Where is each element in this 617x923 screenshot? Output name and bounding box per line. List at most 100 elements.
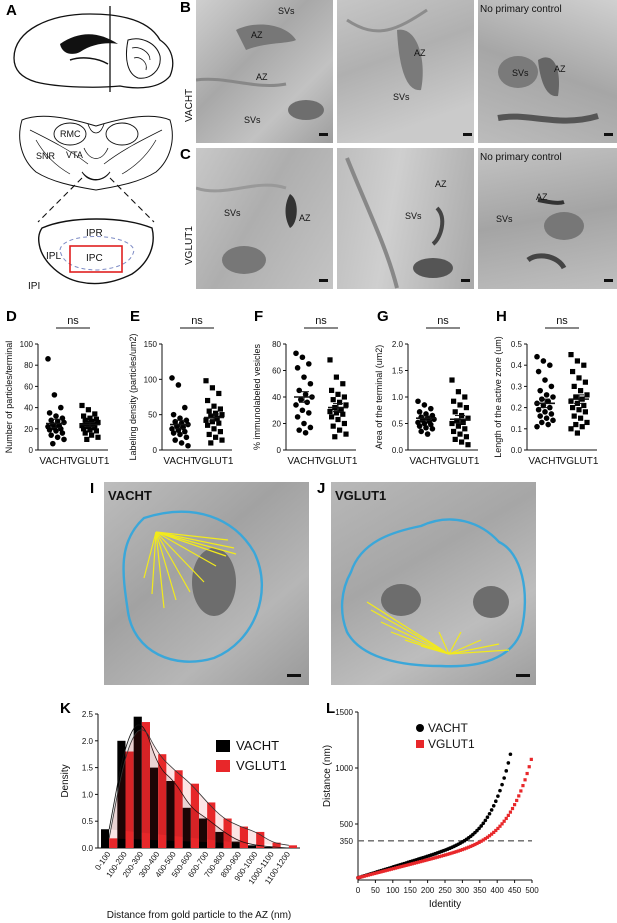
histogram-bar-vacht	[101, 829, 110, 848]
data-point-vacht	[428, 421, 434, 428]
data-point-vacht	[293, 402, 299, 408]
histogram-bar-vglut1	[239, 826, 248, 848]
data-point-vglut1	[574, 430, 580, 436]
data-point-vacht	[54, 434, 61, 441]
y-tick-label: 0.0	[511, 446, 523, 455]
em-title: No primary control	[480, 152, 562, 163]
curve-point-vacht	[498, 788, 502, 793]
data-point-vacht	[547, 362, 553, 368]
em-image-vglut1-terminal: VGLUT1	[331, 482, 536, 685]
y-tick-label: 1000	[335, 764, 353, 773]
curve-point-vglut1	[377, 870, 381, 874]
data-point-vglut1	[340, 381, 346, 387]
data-point-vglut1	[329, 387, 335, 393]
data-point-vglut1	[452, 409, 458, 415]
x-category-label: VACHT	[39, 456, 72, 467]
y-tick-label: 60	[272, 367, 281, 376]
y-tick-label: 500	[340, 820, 354, 829]
data-point-vglut1	[341, 394, 347, 400]
curve-point-vglut1	[454, 850, 458, 854]
panel-label-l: L	[326, 700, 336, 717]
data-point-vglut1	[79, 423, 85, 429]
panel-label-j: J	[317, 480, 326, 497]
data-point-vacht	[170, 411, 177, 418]
data-point-vglut1	[216, 390, 222, 397]
data-point-vacht	[53, 428, 59, 434]
data-point-vglut1	[573, 421, 579, 428]
curve-point-vglut1	[473, 842, 477, 847]
data-point-vglut1	[451, 398, 457, 404]
data-point-vglut1	[451, 428, 457, 435]
data-point-vglut1	[206, 431, 212, 438]
x-category-label: VACHT	[287, 456, 320, 467]
legend-marker-vacht	[416, 724, 424, 732]
y-tick-label: 50	[148, 411, 157, 420]
curve-point-vglut1	[519, 789, 523, 793]
curve-point-vglut1	[450, 851, 454, 855]
reference-line-label: 350	[340, 837, 354, 846]
data-point-vglut1	[338, 407, 344, 413]
curve-point-vglut1	[502, 819, 506, 823]
panel-label-k: K	[60, 700, 71, 717]
x-tick-label: 150	[404, 886, 418, 895]
data-point-vacht	[294, 414, 301, 420]
histogram-bar-vacht	[117, 740, 126, 848]
x-tick-label: 200	[421, 886, 435, 895]
scale-bar	[604, 133, 613, 136]
curve-point-vglut1	[515, 798, 519, 803]
histogram-bar-vglut1	[288, 845, 297, 848]
data-point-vglut1	[454, 418, 460, 424]
curve-point-vglut1	[487, 834, 492, 838]
y-tick-label: 20	[272, 420, 281, 429]
curve-point-vglut1	[414, 861, 419, 865]
data-point-vacht	[415, 398, 421, 405]
legend-label-vglut1: VGLUT1	[428, 737, 475, 751]
curve-point-vglut1	[492, 830, 496, 834]
data-point-vacht	[177, 431, 183, 438]
region-label-ipr: IPR	[86, 228, 103, 239]
data-point-vglut1	[581, 362, 587, 368]
panel-label-i: I	[90, 480, 95, 497]
x-tick-label: 100	[386, 886, 400, 895]
panel-label-c: C	[180, 146, 191, 163]
scale-bar	[463, 133, 472, 136]
data-point-vacht	[537, 413, 543, 419]
data-point-vglut1	[219, 412, 225, 418]
curve-point-vacht	[489, 808, 494, 812]
data-point-vglut1	[574, 358, 580, 364]
curve-point-vglut1	[462, 847, 467, 851]
significance-label: ns	[437, 315, 449, 327]
data-point-vglut1	[340, 411, 346, 417]
curve-point-vglut1	[490, 832, 494, 836]
data-point-vglut1	[92, 425, 98, 431]
curve-point-vacht	[479, 824, 483, 828]
data-point-vacht	[178, 440, 185, 446]
legend-label-vglut1: VGLUT1	[236, 758, 287, 773]
x-category-label: VACHT	[528, 456, 561, 467]
curve-point-vglut1	[521, 784, 525, 788]
data-point-vacht	[542, 377, 548, 383]
data-point-vacht	[429, 426, 436, 432]
em-image-b3: No primary control SVs AZ	[478, 0, 617, 143]
data-point-vglut1	[87, 415, 93, 421]
data-point-vglut1	[343, 402, 349, 408]
data-point-vglut1	[87, 427, 93, 433]
em-image-c1: SVs AZ	[196, 148, 333, 289]
data-point-vglut1	[209, 385, 215, 391]
curve-point-vglut1	[421, 859, 425, 863]
data-point-vglut1	[571, 413, 577, 419]
curve-point-vglut1	[366, 873, 371, 877]
curve-point-vglut1	[412, 861, 416, 865]
data-point-vacht	[183, 434, 190, 441]
legend-label-vacht: VACHT	[236, 738, 279, 753]
em-label: AZ	[299, 213, 311, 223]
significance-label: ns	[556, 315, 568, 327]
histogram-bar-vglut1	[223, 818, 232, 848]
curve-point-vglut1	[393, 866, 398, 870]
curve-point-vglut1	[379, 870, 383, 874]
x-tick-label: 50	[371, 886, 380, 895]
data-point-vglut1	[89, 418, 95, 424]
data-point-vacht	[545, 421, 551, 428]
legend-swatch-vglut1	[216, 760, 230, 772]
curve-point-vglut1	[391, 867, 396, 871]
